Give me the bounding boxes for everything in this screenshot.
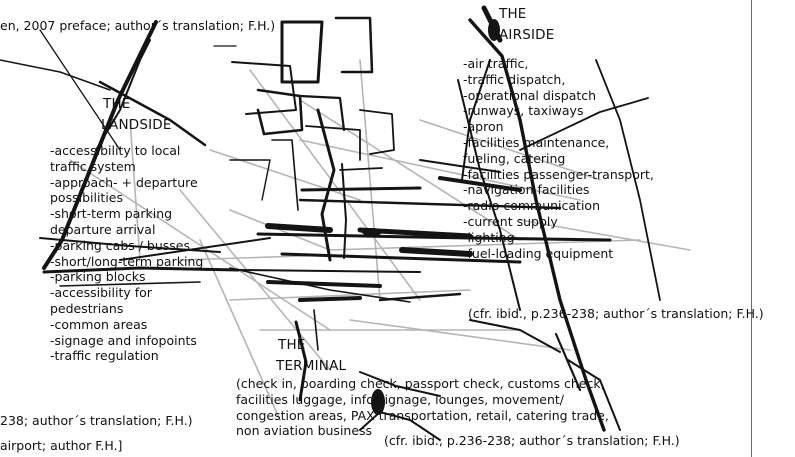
- landside-list: -accessibility to local traffic system -…: [50, 143, 203, 364]
- list-item: -approach- + departure: [50, 175, 203, 191]
- right-border-line: [751, 0, 752, 457]
- list-item: pedestrians: [50, 301, 203, 317]
- list-item: -traffic regulation: [50, 348, 203, 364]
- terminal-citation: (cfr. ibid., p.236-238; author´s transla…: [384, 433, 680, 449]
- list-item: -traffic dispatch,: [463, 72, 654, 88]
- list-item: congestion areas, PAX transportation, re…: [236, 408, 609, 424]
- list-item: -parking cabs / busses: [50, 238, 203, 254]
- list-item: -signage and infopoints: [50, 333, 203, 349]
- list-item: (check in, boarding check, passport chec…: [236, 376, 609, 392]
- list-item: -navigation facilities: [463, 182, 654, 198]
- terminal-title-the: THE: [278, 337, 306, 354]
- list-item: traffic system: [50, 159, 203, 175]
- landside-citation: 238; author´s translation; F.H.): [0, 413, 193, 429]
- list-item: -facilities maintenance,: [463, 135, 654, 151]
- list-item: -fuel-loading equipment: [463, 246, 654, 262]
- list-item: -operational dispatch: [463, 88, 654, 104]
- list-item: -current supply: [463, 214, 654, 230]
- list-item: -apron: [463, 119, 654, 135]
- airside-title-the: THE: [499, 6, 527, 23]
- list-item: -accessibility for: [50, 285, 203, 301]
- terminal-list: (check in, boarding check, passport chec…: [236, 376, 609, 439]
- airside-list: -air traffic, -traffic dispatch, -operat…: [463, 56, 654, 261]
- list-item: -radio communication: [463, 198, 654, 214]
- terminal-title: TERMINAL: [276, 358, 346, 375]
- list-item: -facilities passenger-transport,: [463, 167, 654, 183]
- list-item: -runways, taxiways: [463, 103, 654, 119]
- list-item: -short/long-term parking: [50, 254, 203, 270]
- list-item: -parking blocks: [50, 269, 203, 285]
- bottom-caption: airport; author F.H.]: [0, 438, 122, 454]
- list-item: departure arrival: [50, 222, 203, 238]
- top-caption: en, 2007 preface; author´s translation; …: [0, 18, 275, 34]
- list-item: facilities luggage, info/signage, lounge…: [236, 392, 609, 408]
- list-item: -short-term parking: [50, 206, 203, 222]
- list-item: possibilities: [50, 190, 203, 206]
- list-item: -air traffic,: [463, 56, 654, 72]
- landside-title-the: THE: [103, 96, 131, 113]
- list-item: -lighting: [463, 230, 654, 246]
- list-item: -common areas: [50, 317, 203, 333]
- list-item: -accessibility to local: [50, 143, 203, 159]
- airside-title: AIRSIDE: [499, 27, 554, 44]
- airside-citation: (cfr. ibid., p.236-238; author´s transla…: [468, 306, 764, 322]
- landside-title: LANDSIDE: [101, 117, 172, 134]
- list-item: fueling, catering: [463, 151, 654, 167]
